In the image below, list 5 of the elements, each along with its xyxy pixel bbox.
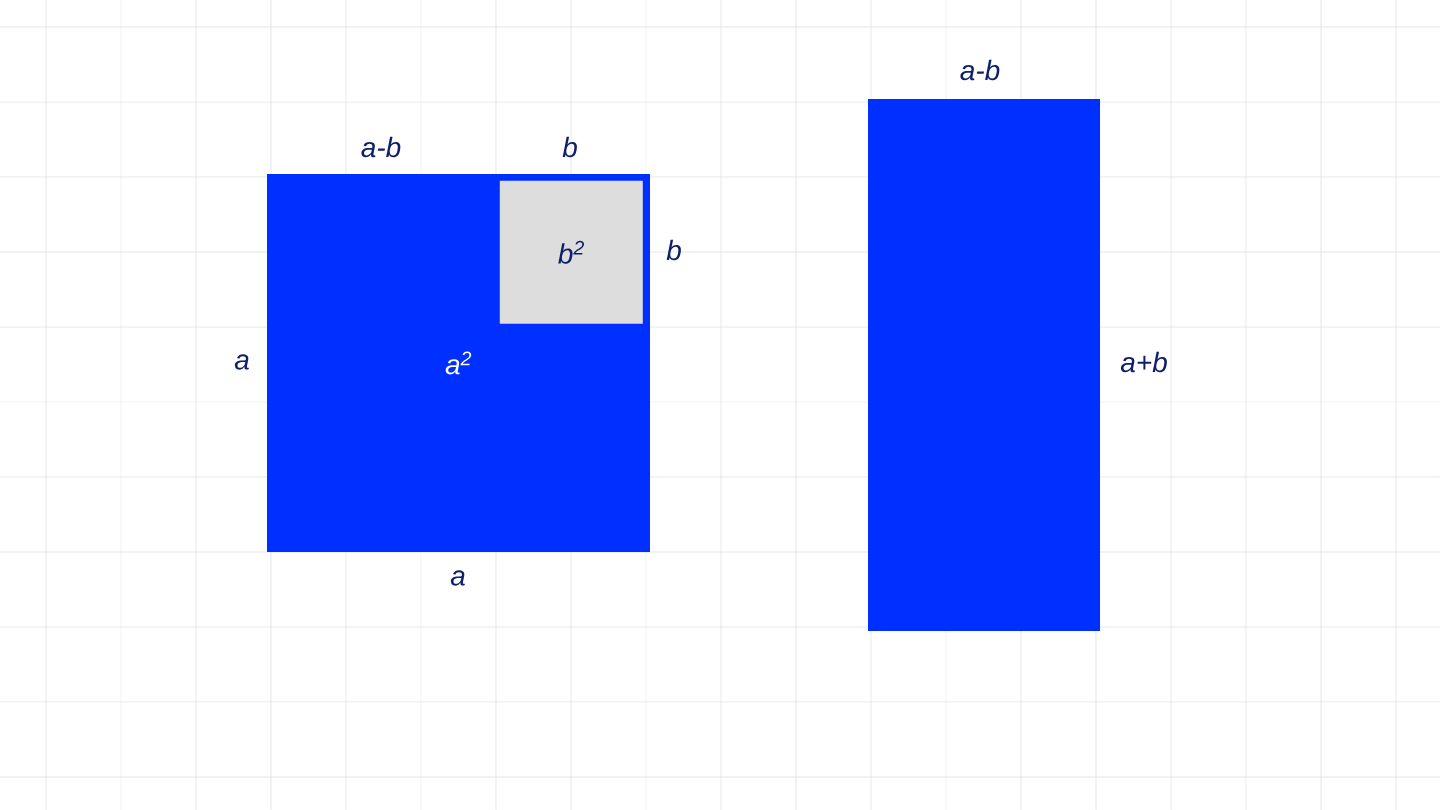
rectangle-shape bbox=[868, 99, 1100, 631]
dimension-label: a-b bbox=[361, 136, 401, 158]
dimension-label: a bbox=[234, 354, 249, 370]
square-area: b$^{2}$ bbox=[499, 180, 643, 324]
dimension-label: a bbox=[450, 570, 465, 586]
